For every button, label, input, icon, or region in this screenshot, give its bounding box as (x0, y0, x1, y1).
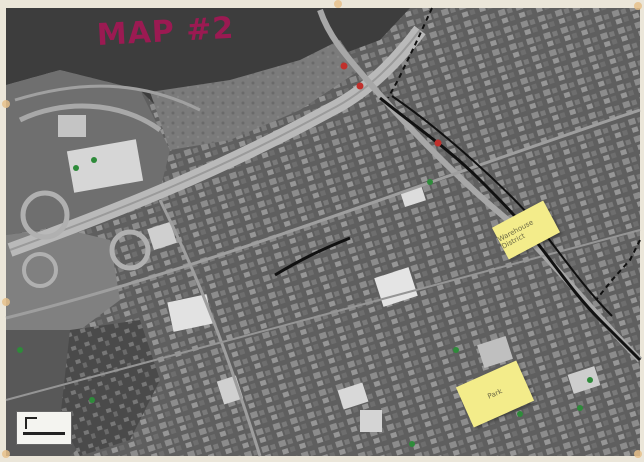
scale-bar (16, 411, 72, 445)
push-pin (634, 450, 642, 458)
marker-green (409, 441, 415, 447)
marker-green (17, 347, 23, 353)
marker-green (453, 347, 459, 353)
marker-green (577, 405, 583, 411)
sticky-note-text: Park (486, 387, 504, 401)
marker-red (434, 139, 442, 147)
marker-red (356, 82, 364, 90)
marker-red (340, 62, 348, 70)
push-pin (334, 0, 342, 8)
scale-bar-line (23, 432, 65, 435)
push-pin (2, 100, 10, 108)
push-pin (634, 2, 642, 10)
marker-green (427, 179, 433, 185)
marker-green (89, 397, 95, 403)
push-pin (2, 298, 10, 306)
marker-green (517, 411, 523, 417)
north-arrow-icon (25, 417, 37, 429)
marker-green (91, 157, 97, 163)
map-title: MAP #2 (96, 10, 236, 53)
marker-green (587, 377, 593, 383)
marker-green (73, 165, 79, 171)
push-pin (2, 450, 10, 458)
